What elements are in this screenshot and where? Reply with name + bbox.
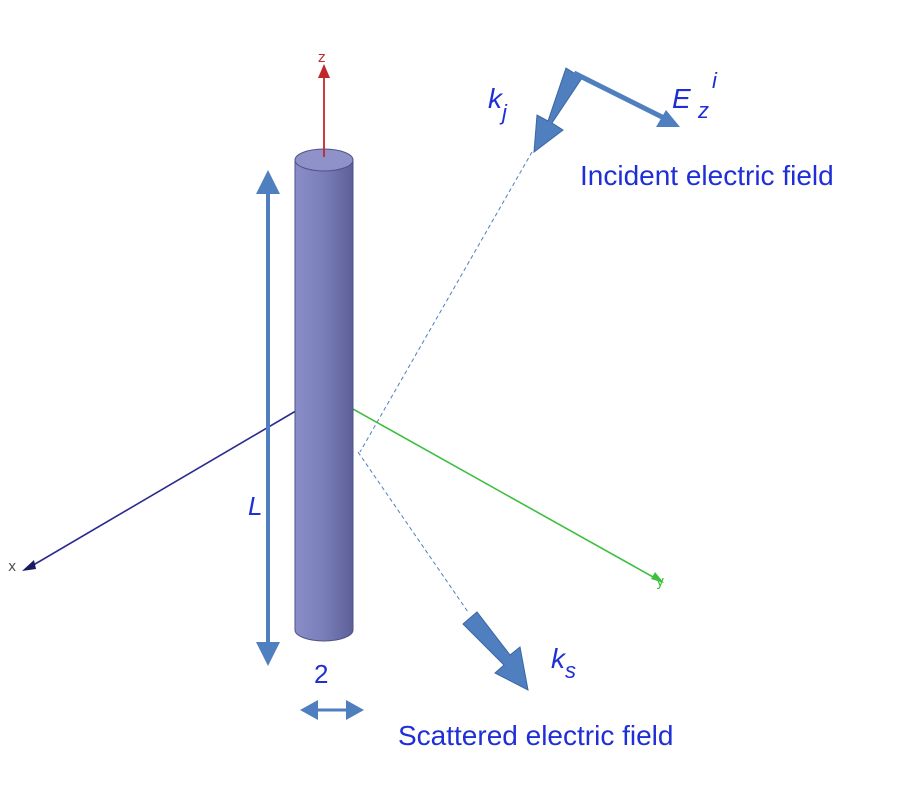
y-axis-label: y: [656, 574, 664, 590]
incident-e-arrow: [572, 70, 680, 127]
scattered-ray: [357, 451, 469, 613]
z-axis-arrowhead: [318, 64, 330, 78]
incident-e-sub: z: [697, 98, 709, 123]
diameter-arrow: [300, 700, 364, 720]
incident-e-label: E: [672, 83, 691, 114]
length-label: L: [248, 491, 262, 521]
diameter-label: 2: [314, 659, 328, 689]
incident-caption: Incident electric field: [580, 160, 834, 191]
incident-k-arrow: [533, 67, 583, 154]
incident-ray: [359, 151, 533, 453]
y-axis: [343, 403, 663, 583]
length-arrow: [256, 170, 280, 666]
scattered-k-arrow: [462, 611, 529, 691]
incident-k-label: kj: [488, 83, 508, 125]
y-axis-arrowhead: [651, 572, 664, 583]
scattered-caption: Scattered electric field: [398, 720, 673, 751]
cylinder: [294, 148, 354, 642]
z-axis-label: z: [318, 50, 325, 66]
scattered-k-label: ks: [551, 643, 576, 683]
incident-e-sup: i: [712, 68, 718, 93]
x-axis-arrowhead: [22, 560, 36, 571]
x-axis: [29, 404, 307, 568]
x-axis-label: x: [8, 559, 16, 575]
